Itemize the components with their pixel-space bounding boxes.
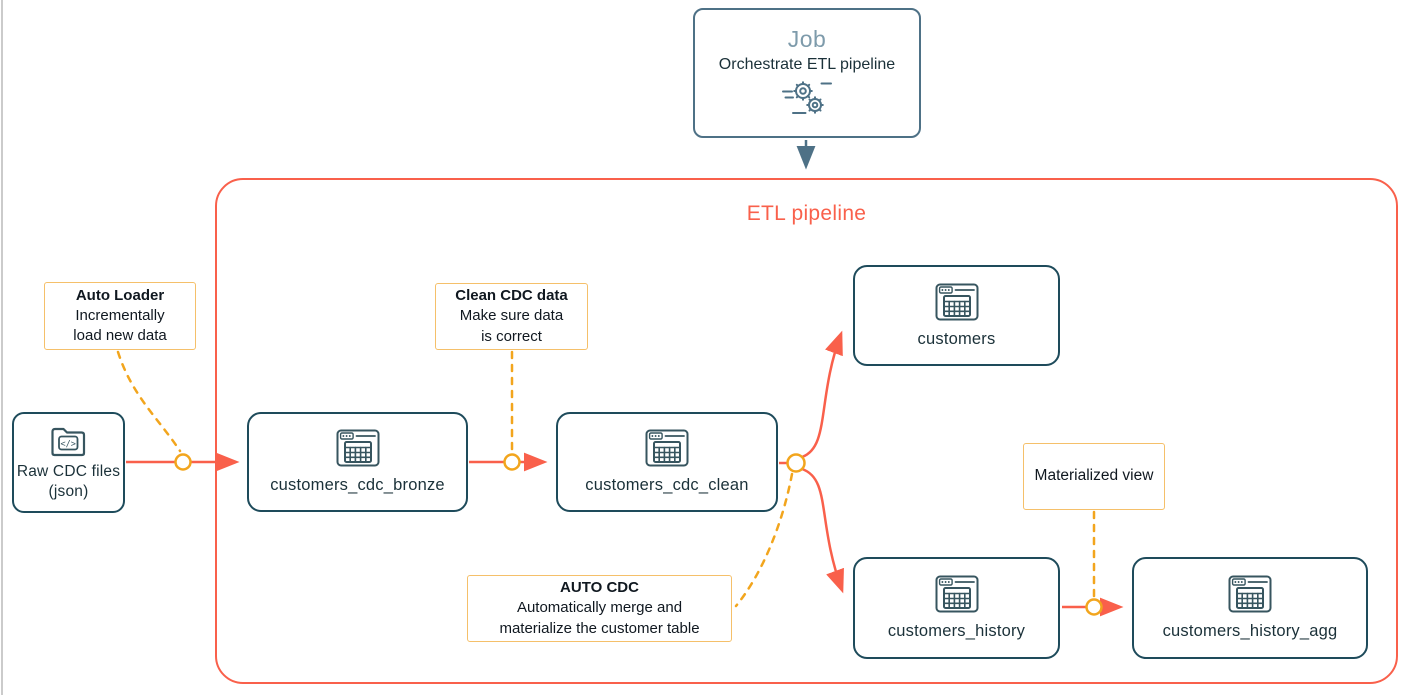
annotation-line: load new data [73,327,167,345]
node-customers-history: customers_history [853,557,1060,659]
table-icon [935,575,979,613]
node-customers: customers [853,265,1060,366]
etl-pipeline-container: ETL pipeline [215,178,1398,684]
annotation-line: Materialized view [1034,467,1154,485]
annotation-line: is correct [481,327,542,345]
annotation-title: Auto Loader [75,286,165,304]
annotation-title: Clean CDC data [455,287,568,305]
annotation-clean-cdc-data: Clean CDC data Make sure data is correct [435,283,588,350]
annotation-line: materialize the customer table [499,619,700,637]
node-label: customers [917,329,996,348]
code-folder-icon [49,423,89,457]
table-icon [336,429,380,467]
node-customers-history-agg: customers_history_agg [1132,557,1368,659]
etl-pipeline-title: ETL pipeline [746,202,867,225]
annotation-title: AUTO CDC [560,579,639,597]
node-customers-cdc-bronze: customers_cdc_bronze [247,412,468,512]
job-box: Job Orchestrate ETL pipeline [693,8,921,138]
annotation-materialized-view: Materialized view [1023,443,1165,510]
table-icon [1228,575,1272,613]
gears-icon [781,77,833,121]
table-icon [935,283,979,321]
link-auto-loader [116,350,182,453]
node-label: customers_history_agg [1162,622,1338,640]
job-title: Job [787,25,827,52]
node-label: customers_history [887,622,1026,640]
table-icon [645,429,689,467]
annotation-line: Incrementally [75,306,165,324]
job-subtitle: Orchestrate ETL pipeline [718,55,896,73]
annotation-auto-cdc: AUTO CDC Automatically merge and materia… [467,575,732,642]
node-label: customers_cdc_bronze [270,476,445,494]
junction-auto-loader [174,453,192,471]
node-raw-cdc-files: Raw CDC files (json) [12,412,125,513]
annotation-line: Make sure data [459,307,564,325]
node-customers-cdc-clean: customers_cdc_clean [556,412,778,512]
page-left-border [1,0,3,695]
node-label: customers_cdc_clean [585,476,749,494]
annotation-auto-loader: Auto Loader Incrementally load new data [44,282,196,350]
node-label: Raw CDC files (json) [16,462,121,500]
annotation-line: Automatically merge and [516,599,683,617]
